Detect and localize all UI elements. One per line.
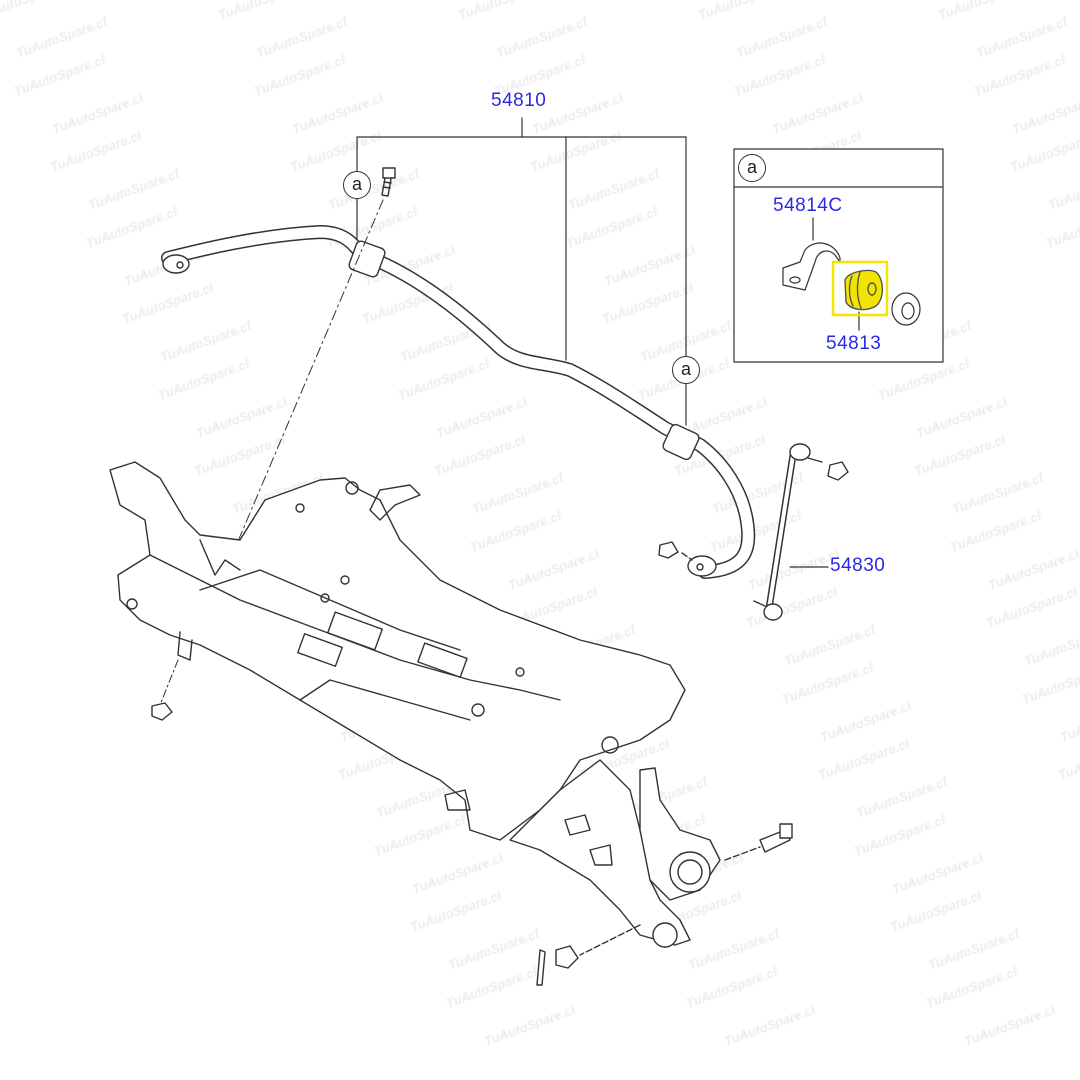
stabilizer-bar [161,225,756,579]
lower-arm-knuckle [509,759,793,986]
part-label-54813[interactable]: 54813 [826,333,882,354]
part-label-54814c[interactable]: 54814C [773,195,843,216]
bolt [229,167,396,561]
detail-ref-a-right: a [672,356,700,384]
bushing-54813-highlighted [831,260,889,317]
part-label-54810[interactable]: 54810 [491,90,547,111]
stabilizer-link [658,443,849,621]
detail-ref-a-inset: a [738,154,766,182]
detail-inset [733,148,944,363]
part-label-54830[interactable]: 54830 [830,555,886,576]
detail-ref-a-left: a [343,171,371,199]
leader-54810 [356,117,687,426]
subframe [109,461,686,841]
